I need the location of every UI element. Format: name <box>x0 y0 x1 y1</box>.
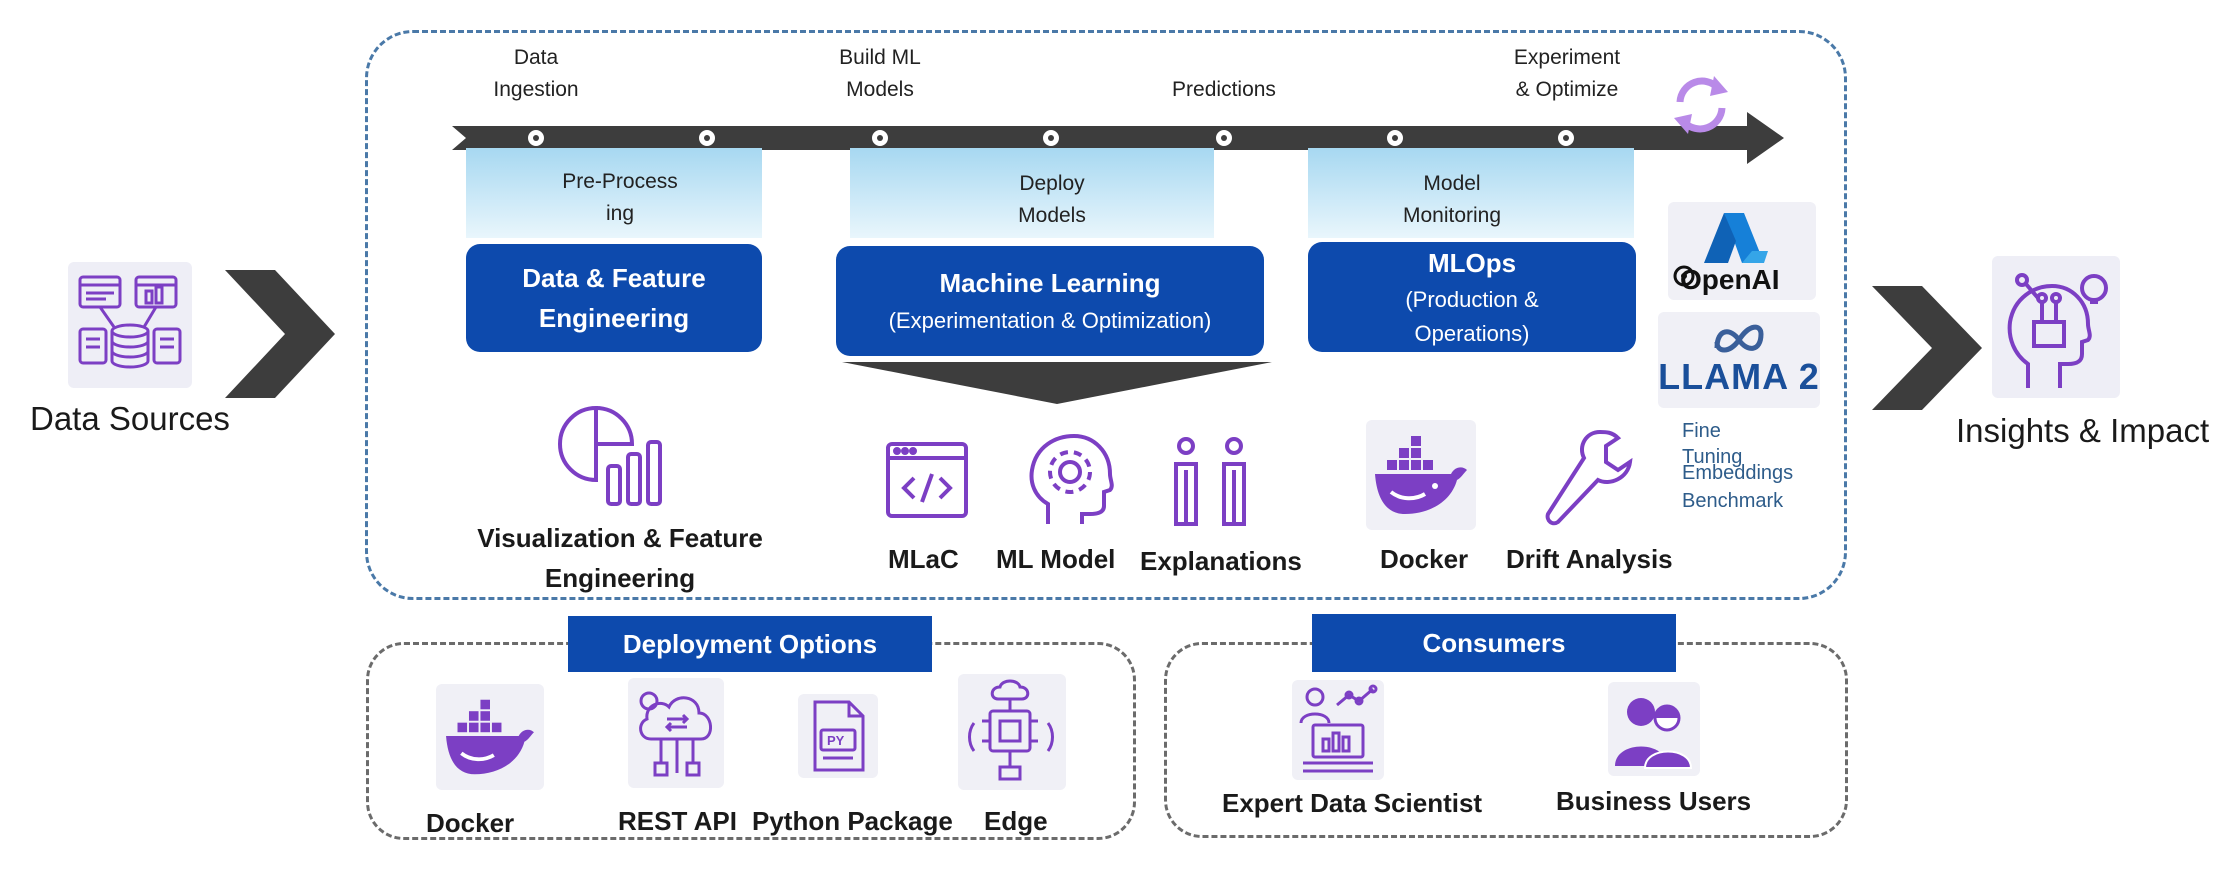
deployment-header: Deployment Options <box>568 616 932 672</box>
database-icon <box>68 262 192 388</box>
right-chevron-icon <box>1872 286 1982 410</box>
timeline-arrow <box>452 112 1784 164</box>
timeline-label-predictions: Predictions <box>1172 78 1276 101</box>
llama-text: LLAMA 2 <box>1658 356 1820 397</box>
stage-ml-title: Machine Learning <box>939 268 1161 298</box>
chart-icon <box>558 405 662 506</box>
stage-data-feature-title: Data & Feature Engineering <box>522 263 706 333</box>
visualization-caption: Visualization & Feature Engineering <box>477 523 763 593</box>
head-circuit-icon <box>1992 256 2120 398</box>
stage-machine-learning: Machine Learning (Experimentation & Opti… <box>836 246 1264 356</box>
refresh-icon <box>1674 76 1728 134</box>
fine-tuning-label: Fine Tuning <box>1682 420 1743 468</box>
explanations-caption: Explanations <box>1140 546 1302 576</box>
deploy-edge-caption: Edge <box>984 806 1048 836</box>
scientist-icon <box>1292 680 1384 780</box>
panel-monitoring <box>1308 148 1634 238</box>
azure-icon: OpenAI <box>1668 202 1816 300</box>
docker-icon <box>436 684 544 790</box>
deploy-python-caption: Python Package <box>752 806 953 836</box>
wrench-icon <box>1545 429 1633 526</box>
head-gear-icon <box>1029 433 1114 524</box>
meta-icon: LLAMA 2 <box>1658 312 1820 408</box>
panel-deploy <box>850 148 1214 238</box>
pipeline-container <box>365 30 1847 600</box>
code-window-icon <box>886 442 968 518</box>
ml-model-caption: ML Model <box>996 544 1116 574</box>
data-sources-label: Data Sources <box>30 400 230 437</box>
right-chevron-icon <box>225 270 335 398</box>
deploy-rest-caption: REST API <box>618 806 737 836</box>
timeline-label-build-models: Build ML Models <box>839 46 921 101</box>
people-info-icon <box>1174 437 1246 526</box>
deploy-docker-caption: Docker <box>426 808 515 838</box>
mlac-caption: MLaC <box>888 544 959 574</box>
panel-text-deploy: Deploy Models <box>1018 172 1086 227</box>
benchmark-label: Benchmark <box>1682 490 1784 512</box>
consumer-business-caption: Business Users <box>1556 786 1752 816</box>
panel-preprocessing <box>466 148 762 238</box>
docker-caption: Docker <box>1380 544 1469 574</box>
funnel-shape <box>842 362 1272 404</box>
cloud-api-icon <box>628 678 724 788</box>
stage-mlops: MLOps (Production & Operations) <box>1308 242 1636 352</box>
openai-icon <box>1673 265 1695 287</box>
python-file-icon: PY <box>798 694 878 778</box>
consumers-header: Consumers <box>1312 614 1676 672</box>
timeline-dots <box>526 128 1576 148</box>
embeddings-label: Embeddings <box>1682 462 1794 484</box>
svg-text:PY: PY <box>827 733 845 748</box>
stage-ml-subtitle: (Experimentation & Optimization) <box>888 308 1212 333</box>
business-users-icon <box>1608 682 1700 776</box>
timeline-label-data-ingestion: Data Ingestion <box>493 46 579 101</box>
drift-caption: Drift Analysis <box>1506 544 1673 574</box>
panel-text-monitoring: Model Monitoring <box>1402 172 1502 227</box>
edge-chip-icon <box>958 674 1066 790</box>
panel-text-preprocessing: Pre-Process ing <box>562 170 678 225</box>
stage-data-feature: Data & Feature Engineering <box>466 244 762 352</box>
docker-icon <box>1366 420 1476 530</box>
insights-label: Insights & Impact <box>1956 412 2210 449</box>
stage-mlops-subtitle: (Production & Operations) <box>1405 287 1539 346</box>
stage-mlops-title: MLOps <box>1427 248 1517 278</box>
consumer-scientist-caption: Expert Data Scientist <box>1222 788 1483 818</box>
timeline-label-experiment: Experiment & Optimize <box>1513 46 1621 101</box>
openai-text: OpenAI <box>1680 264 1780 295</box>
